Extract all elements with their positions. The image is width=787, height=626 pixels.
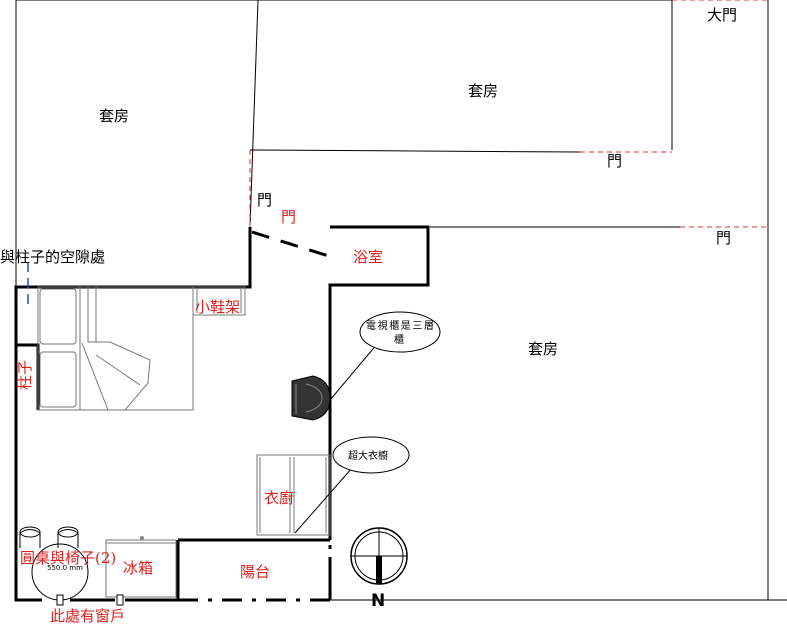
pillar-label: 柱子: [16, 360, 34, 390]
door-label-main: 大門: [707, 6, 737, 24]
north-label: N: [371, 591, 385, 611]
callout-big-wardrobe: [294, 436, 410, 534]
door-label-3: 門: [281, 208, 296, 226]
fridge-label: 冰箱: [123, 559, 153, 577]
sliding-door: [251, 230, 336, 260]
fridge: [105, 539, 177, 598]
window-markers: [56, 594, 124, 606]
north-arrow: [350, 527, 408, 585]
room-label-wardrobe: 衣廚: [264, 489, 294, 507]
window-note-label: 此處有窗戶: [50, 607, 125, 625]
door-label-1: 門: [607, 152, 622, 170]
room-label-bathroom: 浴室: [353, 248, 383, 266]
room-label-suite-top-right: 套房: [468, 82, 498, 100]
pillar-gap-label: 與柱子的空隙處: [0, 248, 105, 266]
wardrobe: [256, 454, 331, 536]
room-label-balcony: 陽台: [240, 563, 270, 581]
shoe-rack: [192, 286, 246, 316]
table-dimension: 550.0 mm: [47, 564, 83, 572]
tv-cabinet-callout-text-2: 櫃: [394, 333, 404, 346]
tv-cabinet: [291, 375, 331, 421]
room-label-suite-right: 套房: [528, 340, 558, 358]
shoe-rack-label: 小鞋架: [195, 298, 240, 316]
tv-cabinet-callout-text: 電視櫃是三層: [366, 319, 434, 332]
building-outline: [15, 0, 787, 601]
door-label-2: 門: [257, 191, 272, 209]
big-wardrobe-callout-text: 超大衣櫥: [348, 449, 388, 462]
bed: [37, 286, 194, 411]
door-label-4: 門: [716, 229, 731, 247]
callout-tv-cabinet: [329, 311, 441, 401]
round-table-label: 圓桌與椅子(2): [20, 549, 116, 567]
walls: [14, 225, 430, 602]
door-openings: [249, 0, 768, 228]
room-label-suite-top-left: 套房: [99, 107, 129, 125]
